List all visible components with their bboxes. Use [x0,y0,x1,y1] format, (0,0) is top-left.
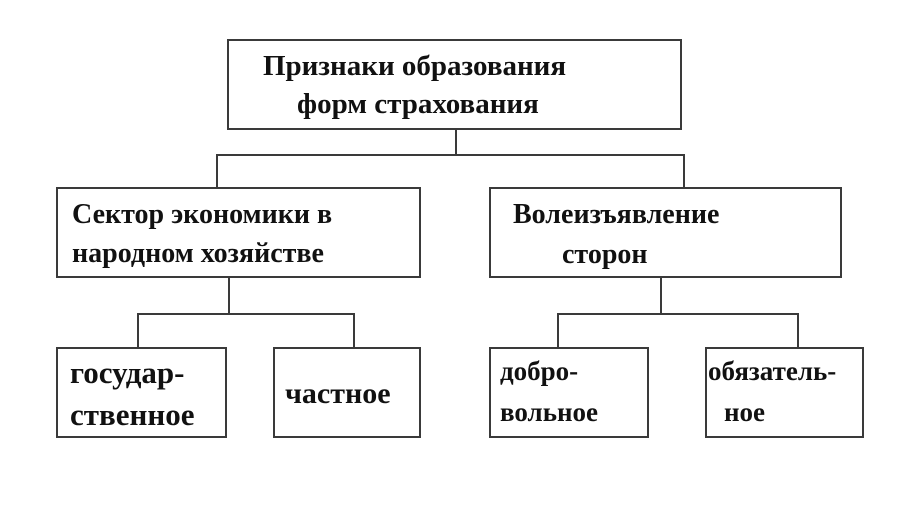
connector-to-mandatory [797,313,799,348]
root-node-line2: форм страхования [297,88,539,120]
node-economy-sector-line1: Сектор экономики в [72,199,333,230]
node-mandatory [705,347,864,438]
connector-to-private [353,313,355,348]
connector-to-sector [216,154,218,189]
connector-will-down [660,278,662,314]
node-state-line2: ственное [70,397,195,432]
connector-sector-horizontal [137,313,355,315]
connector-sector-down [228,278,230,314]
root-node-line1: Признаки образования [263,50,567,82]
node-economy-sector [56,187,421,278]
node-state [56,347,227,438]
connector-to-state [137,313,139,348]
connector-root-down [455,130,457,155]
node-economy-sector-line2: народном хозяйстве [72,238,324,269]
root-node [227,39,682,130]
node-mandatory-line1: обязатель- [708,356,837,386]
node-will-of-parties [489,187,842,278]
node-private-line1: частное [285,377,391,410]
node-state-line1: государ- [70,355,185,390]
node-voluntary [489,347,649,438]
connector-level1-horizontal [216,154,685,156]
connector-to-voluntary [557,313,559,348]
node-will-of-parties-line1: Волеизъявление [513,199,720,230]
connector-to-will [683,154,685,189]
node-voluntary-line1: добро- [500,356,579,386]
node-private [273,347,421,438]
connector-will-horizontal [557,313,799,315]
node-voluntary-line2: вольное [500,397,599,427]
node-will-of-parties-line2: сторон [562,239,648,270]
node-mandatory-line2: ное [724,397,766,427]
